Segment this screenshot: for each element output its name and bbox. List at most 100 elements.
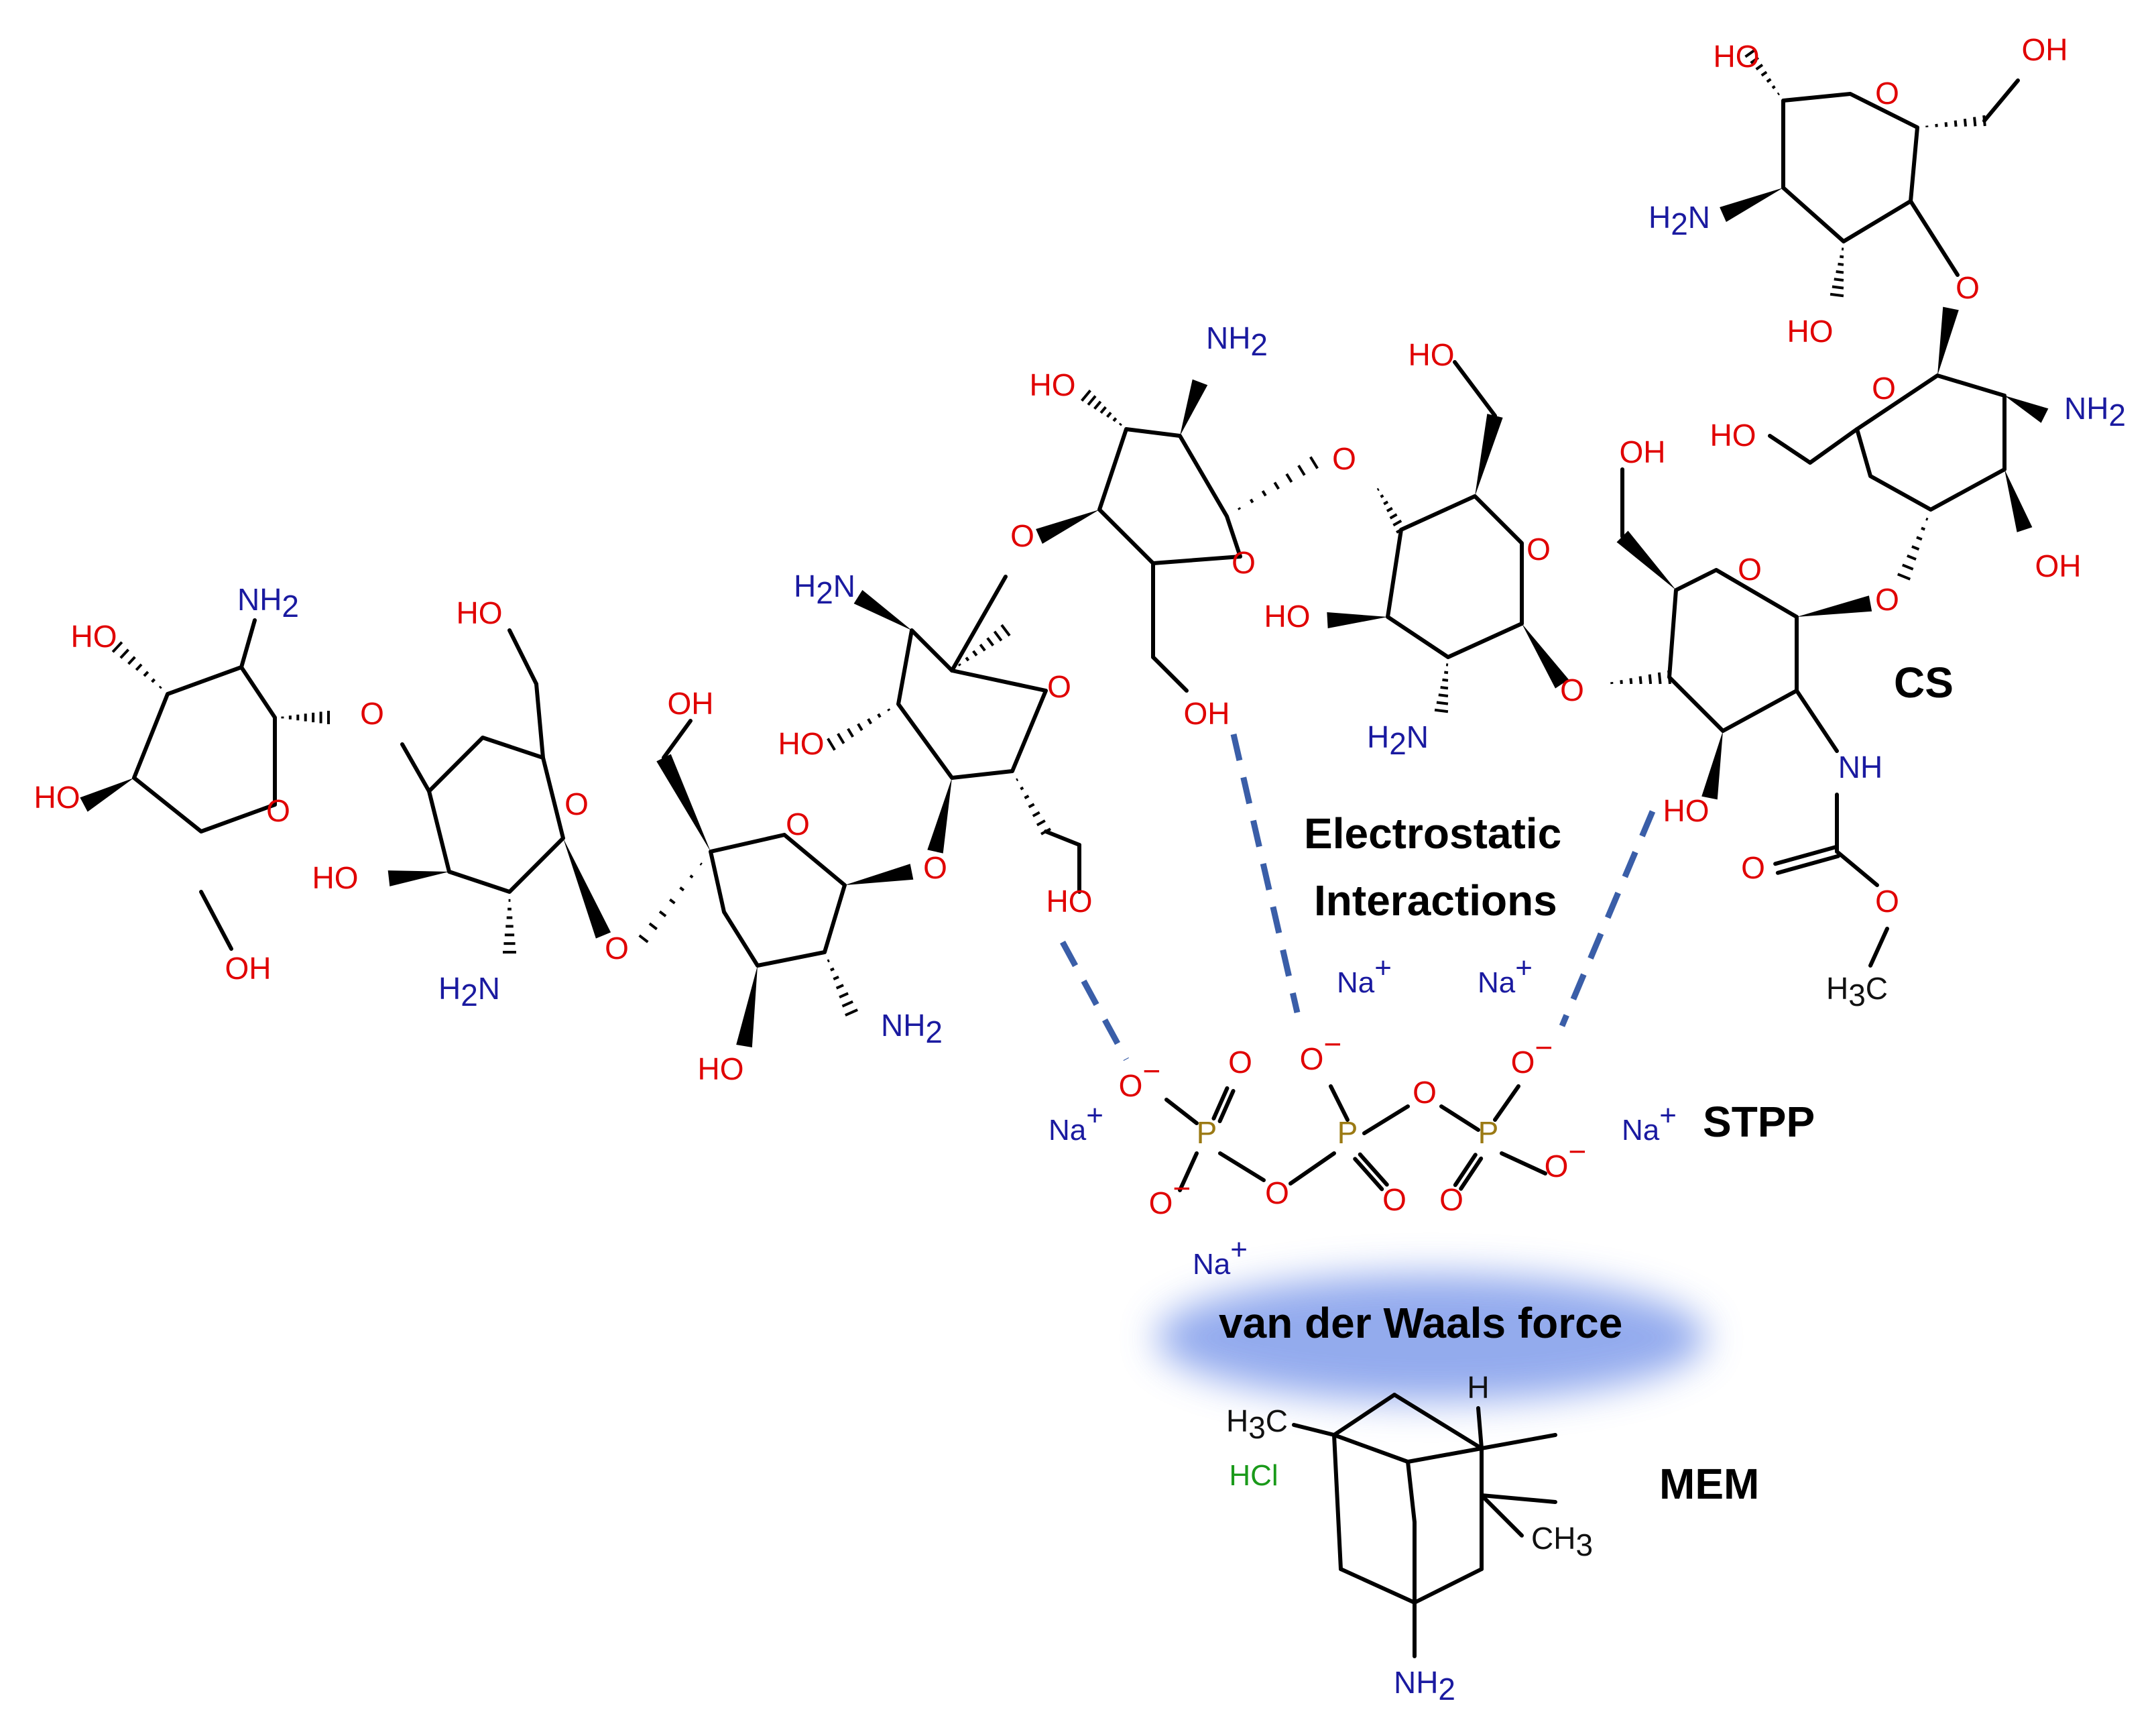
hash-bond <box>987 638 994 645</box>
hash-bond <box>1921 528 1925 530</box>
amine-group: H2N <box>1367 719 1429 761</box>
wedge-bond <box>656 754 711 852</box>
hash-bond <box>1024 796 1028 798</box>
hydroxyl-group: OH <box>2022 32 2068 67</box>
hash-bond <box>878 714 880 717</box>
hash-bond <box>1435 710 1448 711</box>
hydroxyl-group: HO <box>1787 314 1834 349</box>
oxygen-atom: O <box>1010 518 1034 553</box>
glucosamine-ring <box>898 630 1046 778</box>
hash-bond <box>1095 402 1101 409</box>
hash-bond <box>1239 508 1240 509</box>
oxygen-anion: O− <box>1300 1027 1342 1076</box>
bond <box>1441 1106 1478 1130</box>
methyl-group: H3C <box>1826 971 1888 1013</box>
hash-bond <box>1029 804 1034 807</box>
oxygen-anion: O− <box>1511 1030 1553 1080</box>
hash-bond <box>994 632 1001 641</box>
methyl-group: CH3 <box>1531 1521 1593 1562</box>
adamantane-bond <box>1334 1435 1341 1569</box>
bond <box>1984 80 2018 121</box>
oxygen-atom: O <box>1526 532 1551 567</box>
hash-bond <box>1002 625 1010 636</box>
hydroxyl-group: HO <box>71 619 117 654</box>
cs-label: CS <box>1894 658 1954 707</box>
glucosamine-ring <box>134 667 275 831</box>
hash-bond <box>1439 695 1448 696</box>
oxygen-atom: O <box>1228 1045 1252 1080</box>
stpp-label: STPP <box>1703 1098 1815 1146</box>
amine-group: H2N <box>794 569 855 610</box>
bond <box>1770 436 1810 463</box>
hash-bond <box>691 876 693 878</box>
hash-bond <box>1120 424 1122 425</box>
oxygen-atom: O <box>1560 673 1584 707</box>
hash-bond <box>1912 546 1919 549</box>
hydroxyl-group: OH <box>2035 549 2082 583</box>
hash-bond <box>858 724 862 730</box>
amine-group: NH2 <box>881 1008 943 1049</box>
oxygen-atom: O <box>1413 1075 1437 1110</box>
hash-bond <box>833 977 839 979</box>
sodium-ion: Na+ <box>1193 1233 1248 1281</box>
bond <box>1870 929 1887 966</box>
hydroxyl-group: HO <box>1663 793 1710 828</box>
bond <box>664 721 691 758</box>
hash-bond <box>160 687 161 688</box>
oxygen-atom: O <box>266 793 290 828</box>
bond <box>1502 1153 1545 1173</box>
hash-bond <box>129 657 135 664</box>
electrostatic-line-right <box>1562 811 1653 1026</box>
hash-bond <box>1437 703 1448 704</box>
hash-bond <box>1926 519 1928 520</box>
adamantane-bond <box>1341 1569 1415 1603</box>
bond <box>1166 1100 1197 1123</box>
hydroxyl-group: HO <box>1409 337 1455 372</box>
bond <box>1294 1425 1334 1435</box>
hash-bond <box>1380 496 1383 497</box>
wedge-bond <box>927 778 952 854</box>
hash-bond <box>1299 465 1305 475</box>
wedge-bond <box>1797 595 1872 617</box>
hash-bond <box>1311 457 1317 468</box>
hash-bond <box>640 935 648 942</box>
hash-bond <box>152 679 155 682</box>
hash-bond <box>1965 119 1966 126</box>
glucosamine-ring <box>429 738 563 892</box>
hash-bond <box>1107 412 1111 417</box>
hash-bond <box>1274 482 1278 489</box>
hydroxyl-group: HO <box>34 780 80 815</box>
hash-bond <box>1384 502 1388 504</box>
adamantane-bond <box>1408 1462 1415 1522</box>
hash-bond <box>848 729 853 737</box>
oxygen-atom: O <box>1265 1175 1289 1210</box>
bond <box>201 892 231 949</box>
wedge-bond <box>1617 531 1676 590</box>
hash-bond <box>888 709 889 710</box>
hash-bond <box>1898 574 1911 579</box>
bond <box>1291 1153 1334 1184</box>
wedge-bond <box>845 864 913 885</box>
wedge-bond <box>1180 380 1207 436</box>
hash-bond <box>868 719 871 724</box>
hash-bond <box>1033 813 1040 817</box>
bond <box>1220 1153 1264 1180</box>
hash-bond <box>650 923 657 929</box>
phosphorus-atom: P <box>1478 1115 1499 1150</box>
hash-bond <box>660 911 666 916</box>
sodium-ion: Na+ <box>1622 1099 1677 1147</box>
mem-label: MEM <box>1659 1460 1759 1508</box>
glucosamine-ring <box>1099 429 1240 563</box>
bond <box>1153 657 1187 691</box>
oxygen-atom: O <box>923 850 947 885</box>
wedge-bond <box>1475 414 1503 496</box>
adamantane-bond <box>1408 1448 1482 1462</box>
hydroxyl-group: HO <box>698 1051 744 1086</box>
oxygen-atom: O <box>1382 1182 1406 1217</box>
hash-bond <box>1262 491 1265 496</box>
hash-bond <box>1834 279 1844 280</box>
hash-bond <box>144 672 148 676</box>
bond <box>952 577 1006 671</box>
wedge-bond <box>1701 731 1723 799</box>
